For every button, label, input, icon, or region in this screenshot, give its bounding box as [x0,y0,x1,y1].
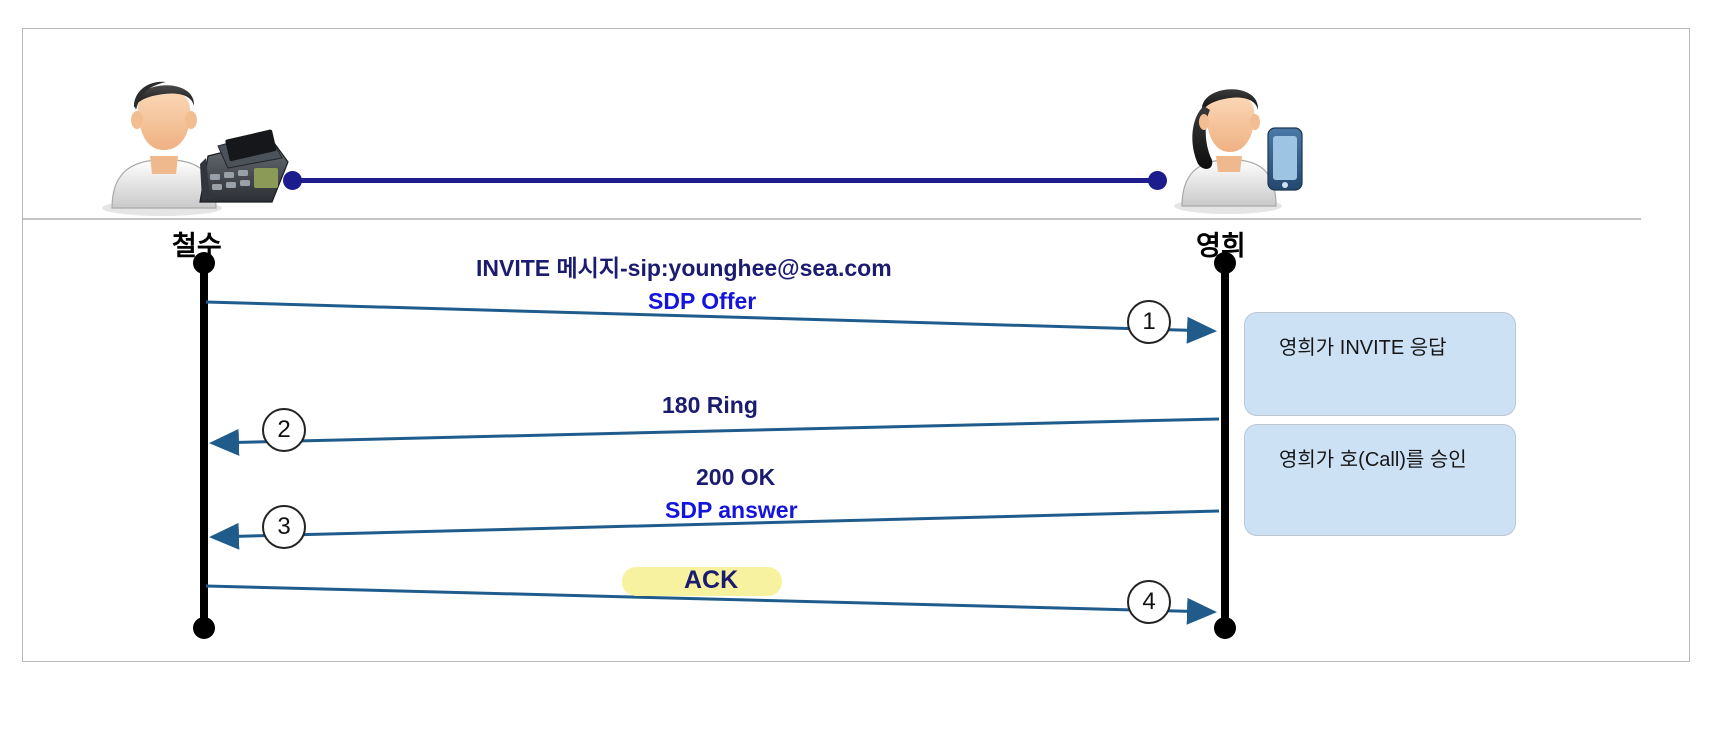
step-marker-1: 1 [1127,300,1171,344]
callout-invite-response: 영희가 INVITE 응답 [1244,312,1516,416]
lifeline-cap-cheolsu-top [193,252,215,274]
step-marker-4: 4 [1127,580,1171,624]
transport-link-line [292,178,1160,183]
link-endpoint-left [283,171,302,190]
message-label-invite: INVITE 메시지-sip:younghee@sea.com [476,255,892,281]
lifeline-cap-cheolsu-bottom [193,617,215,639]
step-marker-2: 2 [262,408,306,452]
lifeline-cheolsu [200,262,208,630]
message-label-ack-group: ACK [622,563,782,598]
message-label-ack: ACK [684,566,739,594]
lifeline-younghee [1221,262,1229,630]
message-label-180-ring: 180 Ring [662,392,758,418]
panel-divider [23,218,1641,220]
actor-icon-younghee-smartphone [1168,76,1318,216]
message-label-sdp-answer: SDP answer [665,497,798,523]
lifeline-cap-younghee-top [1214,252,1236,274]
callout-call-accept: 영희가 호(Call)를 승인 [1244,424,1516,536]
message-label-200-ok: 200 OK [696,464,776,490]
ack-highlight [622,567,782,596]
message-label-sdp-offer: SDP Offer [648,288,757,314]
step-marker-3: 3 [262,505,306,549]
actor-icon-cheolsu-desk-phone [96,70,296,220]
link-endpoint-right [1148,171,1167,190]
lifeline-cap-younghee-bottom [1214,617,1236,639]
